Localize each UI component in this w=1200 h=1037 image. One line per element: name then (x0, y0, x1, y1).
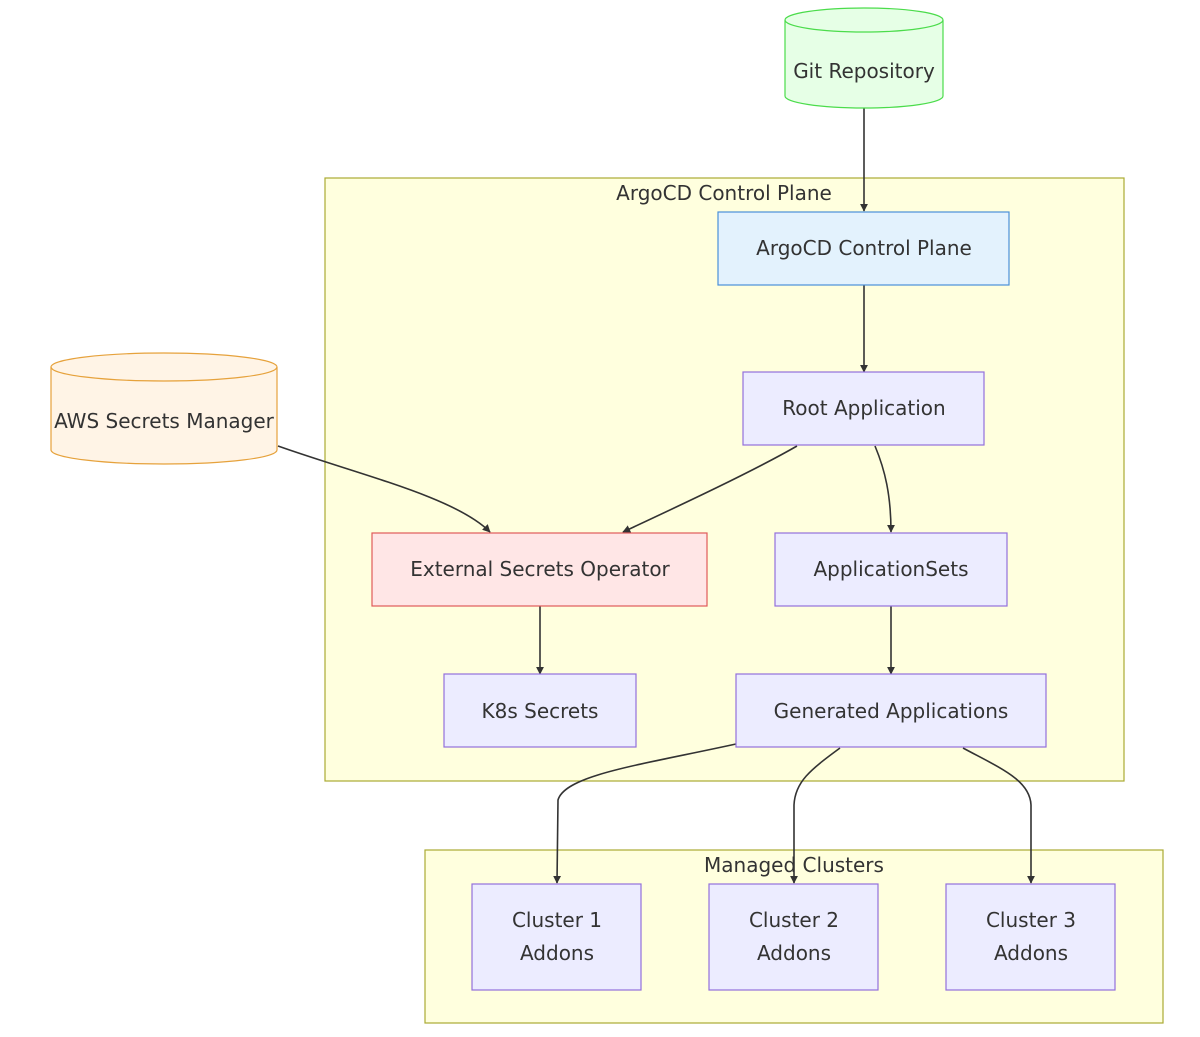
node-cluster-3: Cluster 3 Addons (945, 883, 1116, 991)
edge-generated-to-cluster-2 (790, 747, 841, 884)
argocd-control-plane-label: ArgoCD Control Plane (756, 236, 972, 260)
node-k8s-secrets: K8s Secrets (443, 673, 637, 748)
edge-generated-to-cluster-1 (553, 743, 737, 884)
cluster-3-label-line1: Cluster 3 (986, 908, 1076, 932)
cluster-1-label-line2: Addons (520, 941, 594, 965)
node-external-secrets-operator: External Secrets Operator (371, 532, 708, 607)
aws-secrets-manager-cylinder (50, 352, 278, 465)
generated-applications-box (735, 673, 1047, 748)
group-argocd-control-plane-label: ArgoCD Control Plane (616, 181, 832, 205)
node-argocd-control-plane: ArgoCD Control Plane (717, 211, 1010, 286)
edge-root-to-eso (622, 445, 798, 533)
root-application-box (742, 371, 985, 446)
git-repository-cylinder-top (784, 19, 944, 33)
git-repository-cylinder (784, 7, 944, 109)
cluster-2-label-line2: Addons (757, 941, 831, 965)
applicationsets-label: ApplicationSets (813, 557, 968, 581)
node-git-repository: Git Repository (784, 7, 944, 109)
generated-applications-label: Generated Applications (774, 699, 1009, 723)
external-secrets-operator-box (371, 532, 708, 607)
cluster-3-label-line2: Addons (994, 941, 1068, 965)
k8s-secrets-box (443, 673, 637, 748)
edge-root-to-applicationsets (874, 445, 895, 533)
k8s-secrets-label: K8s Secrets (482, 699, 599, 723)
edge-aws-to-eso (277, 445, 491, 533)
node-generated-applications: Generated Applications (735, 673, 1047, 748)
aws-secrets-manager-cylinder-top (50, 366, 278, 382)
cluster-2-box (708, 883, 879, 991)
node-aws-secrets-manager: AWS Secrets Manager (50, 352, 278, 465)
root-application-label: Root Application (782, 396, 945, 420)
edge-generated-to-cluster-3 (962, 747, 1035, 884)
node-root-application: Root Application (742, 371, 985, 446)
node-cluster-1: Cluster 1 Addons (471, 883, 642, 991)
argocd-control-plane-box (717, 211, 1010, 286)
external-secrets-operator-label: External Secrets Operator (410, 557, 670, 581)
cluster-1-box (471, 883, 642, 991)
git-repository-label: Git Repository (793, 59, 935, 83)
aws-secrets-manager-label: AWS Secrets Manager (54, 409, 275, 433)
cluster-3-box (945, 883, 1116, 991)
edges (277, 108, 1035, 884)
node-cluster-2: Cluster 2 Addons (708, 883, 879, 991)
applicationsets-box (774, 532, 1008, 607)
cluster-2-label-line1: Cluster 2 (749, 908, 839, 932)
cluster-1-label-line1: Cluster 1 (512, 908, 602, 932)
node-applicationsets: ApplicationSets (774, 532, 1008, 607)
